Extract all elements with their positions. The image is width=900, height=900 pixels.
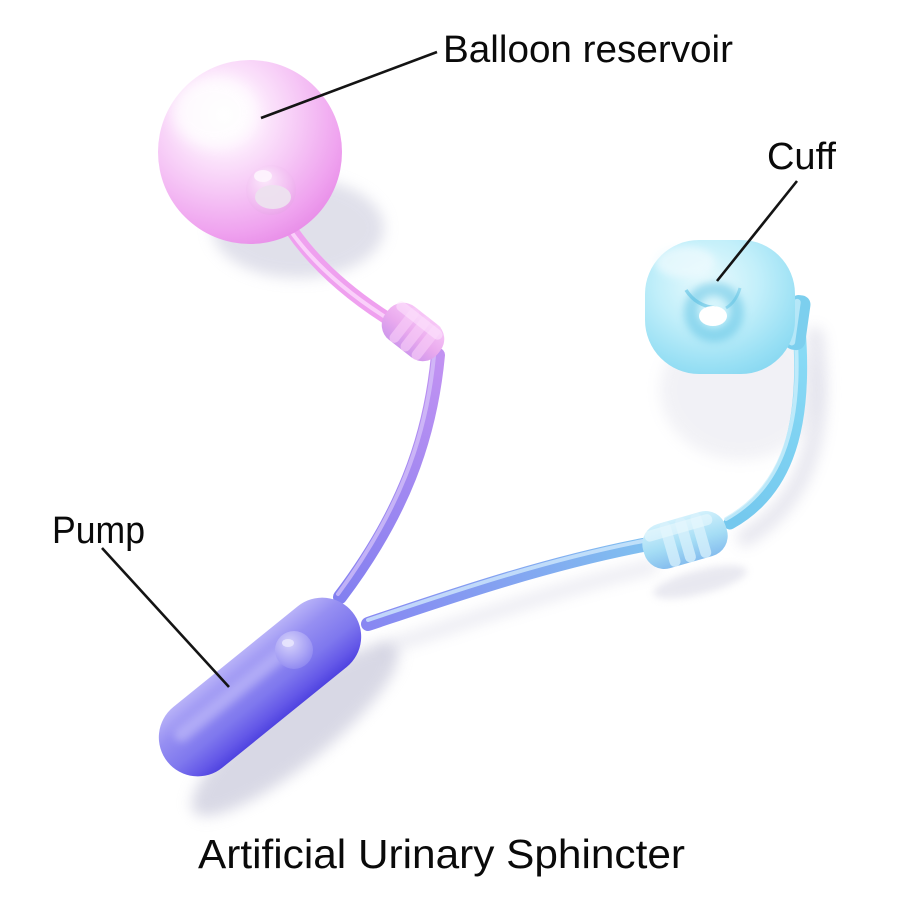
balloon-nozzle-opening — [255, 185, 291, 209]
pump-valve-bump — [275, 631, 313, 669]
pump-graphic — [158, 597, 362, 777]
balloon-nozzle-highlight — [254, 170, 272, 182]
pump-valve-highlight — [282, 639, 294, 647]
leader-line-cuff — [715, 180, 799, 282]
blue-tube-shadow — [375, 560, 659, 655]
cuff-hole — [699, 306, 727, 326]
connector-sheen — [396, 301, 443, 340]
blue-tube — [361, 538, 650, 631]
connector-shadow — [653, 565, 747, 599]
label-cuff: Cuff — [767, 136, 836, 178]
balloon-tubing — [270, 199, 445, 604]
cuff-tubing — [361, 321, 808, 631]
leader-line-balloon — [260, 50, 438, 120]
balloon-reservoir-graphic — [158, 60, 342, 244]
cuff-graphic — [645, 240, 811, 374]
pump-shadow — [191, 644, 399, 816]
cuff-crease — [725, 287, 742, 310]
pump-sheen — [174, 641, 295, 742]
balloon-highlight — [172, 77, 256, 147]
leader-lines — [101, 50, 799, 688]
diagram-title: Artificial Urinary Sphincter — [198, 831, 685, 877]
cuff-tube-highlight — [724, 326, 799, 521]
tube-connector-pink — [381, 301, 445, 362]
tube-connector-blue — [642, 511, 728, 569]
connector-sheen — [644, 514, 713, 542]
leader-line-pump — [101, 547, 230, 688]
label-balloon-reservoir: Balloon reservoir — [443, 29, 733, 71]
cuff-highlight — [655, 246, 715, 278]
label-pump: Pump — [52, 510, 145, 552]
cuff-tube — [723, 321, 808, 530]
purple-tube-highlight — [336, 354, 436, 596]
blue-tube-highlight — [366, 539, 645, 622]
cuff-tube-shadow — [737, 327, 827, 546]
purple-tube — [333, 348, 445, 604]
cuff-dimple — [684, 282, 744, 342]
